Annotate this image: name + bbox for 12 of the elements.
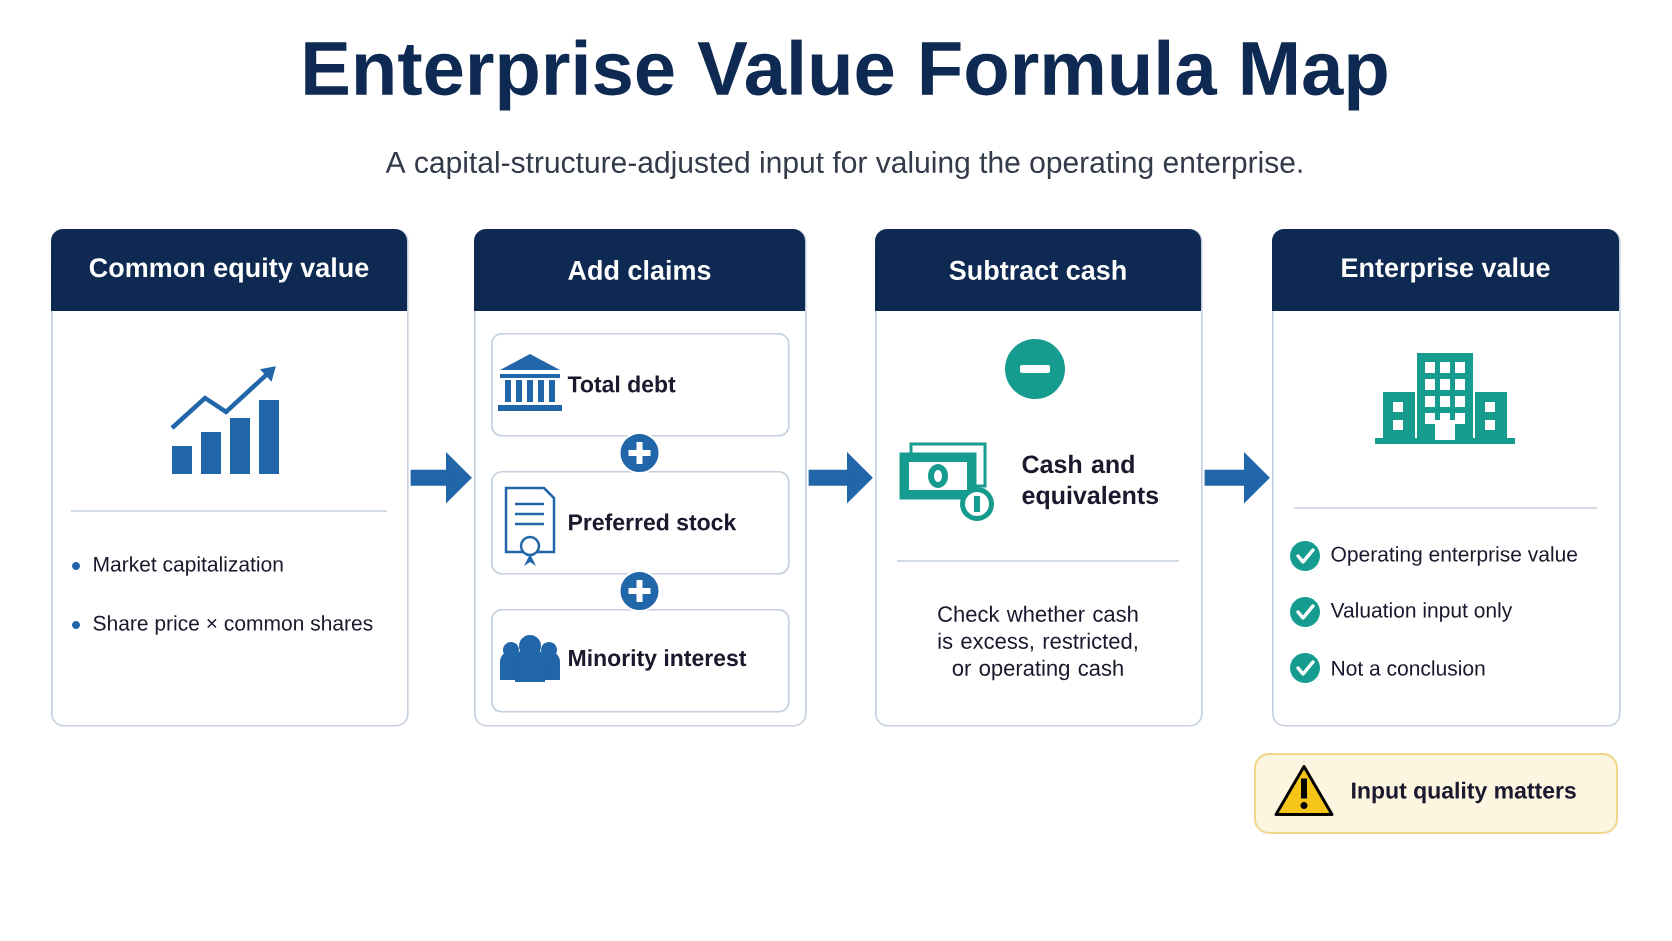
bullet-item: Share price × common shares xyxy=(72,615,373,635)
check-item: Not a conclusion xyxy=(1332,660,1485,676)
check-item: Operating enterprise value xyxy=(1331,546,1578,566)
item-box: Minority interest xyxy=(491,609,790,713)
note: Check whether cash is excess, restricted, or operating cash xyxy=(938,605,1138,681)
subtitle: A capital-structure-adjusted input for valuing the operating enterprise. xyxy=(385,151,1302,179)
item-box: Total debt xyxy=(491,333,790,437)
warning-box: Input quality matters xyxy=(1254,753,1618,834)
check-item: Valuation input only xyxy=(1330,602,1513,622)
bullet-item: Market capitalization xyxy=(72,556,283,576)
item-label: Cash and equivalents xyxy=(1022,454,1159,510)
title: Enterprise Value Formula Map xyxy=(305,39,1387,111)
